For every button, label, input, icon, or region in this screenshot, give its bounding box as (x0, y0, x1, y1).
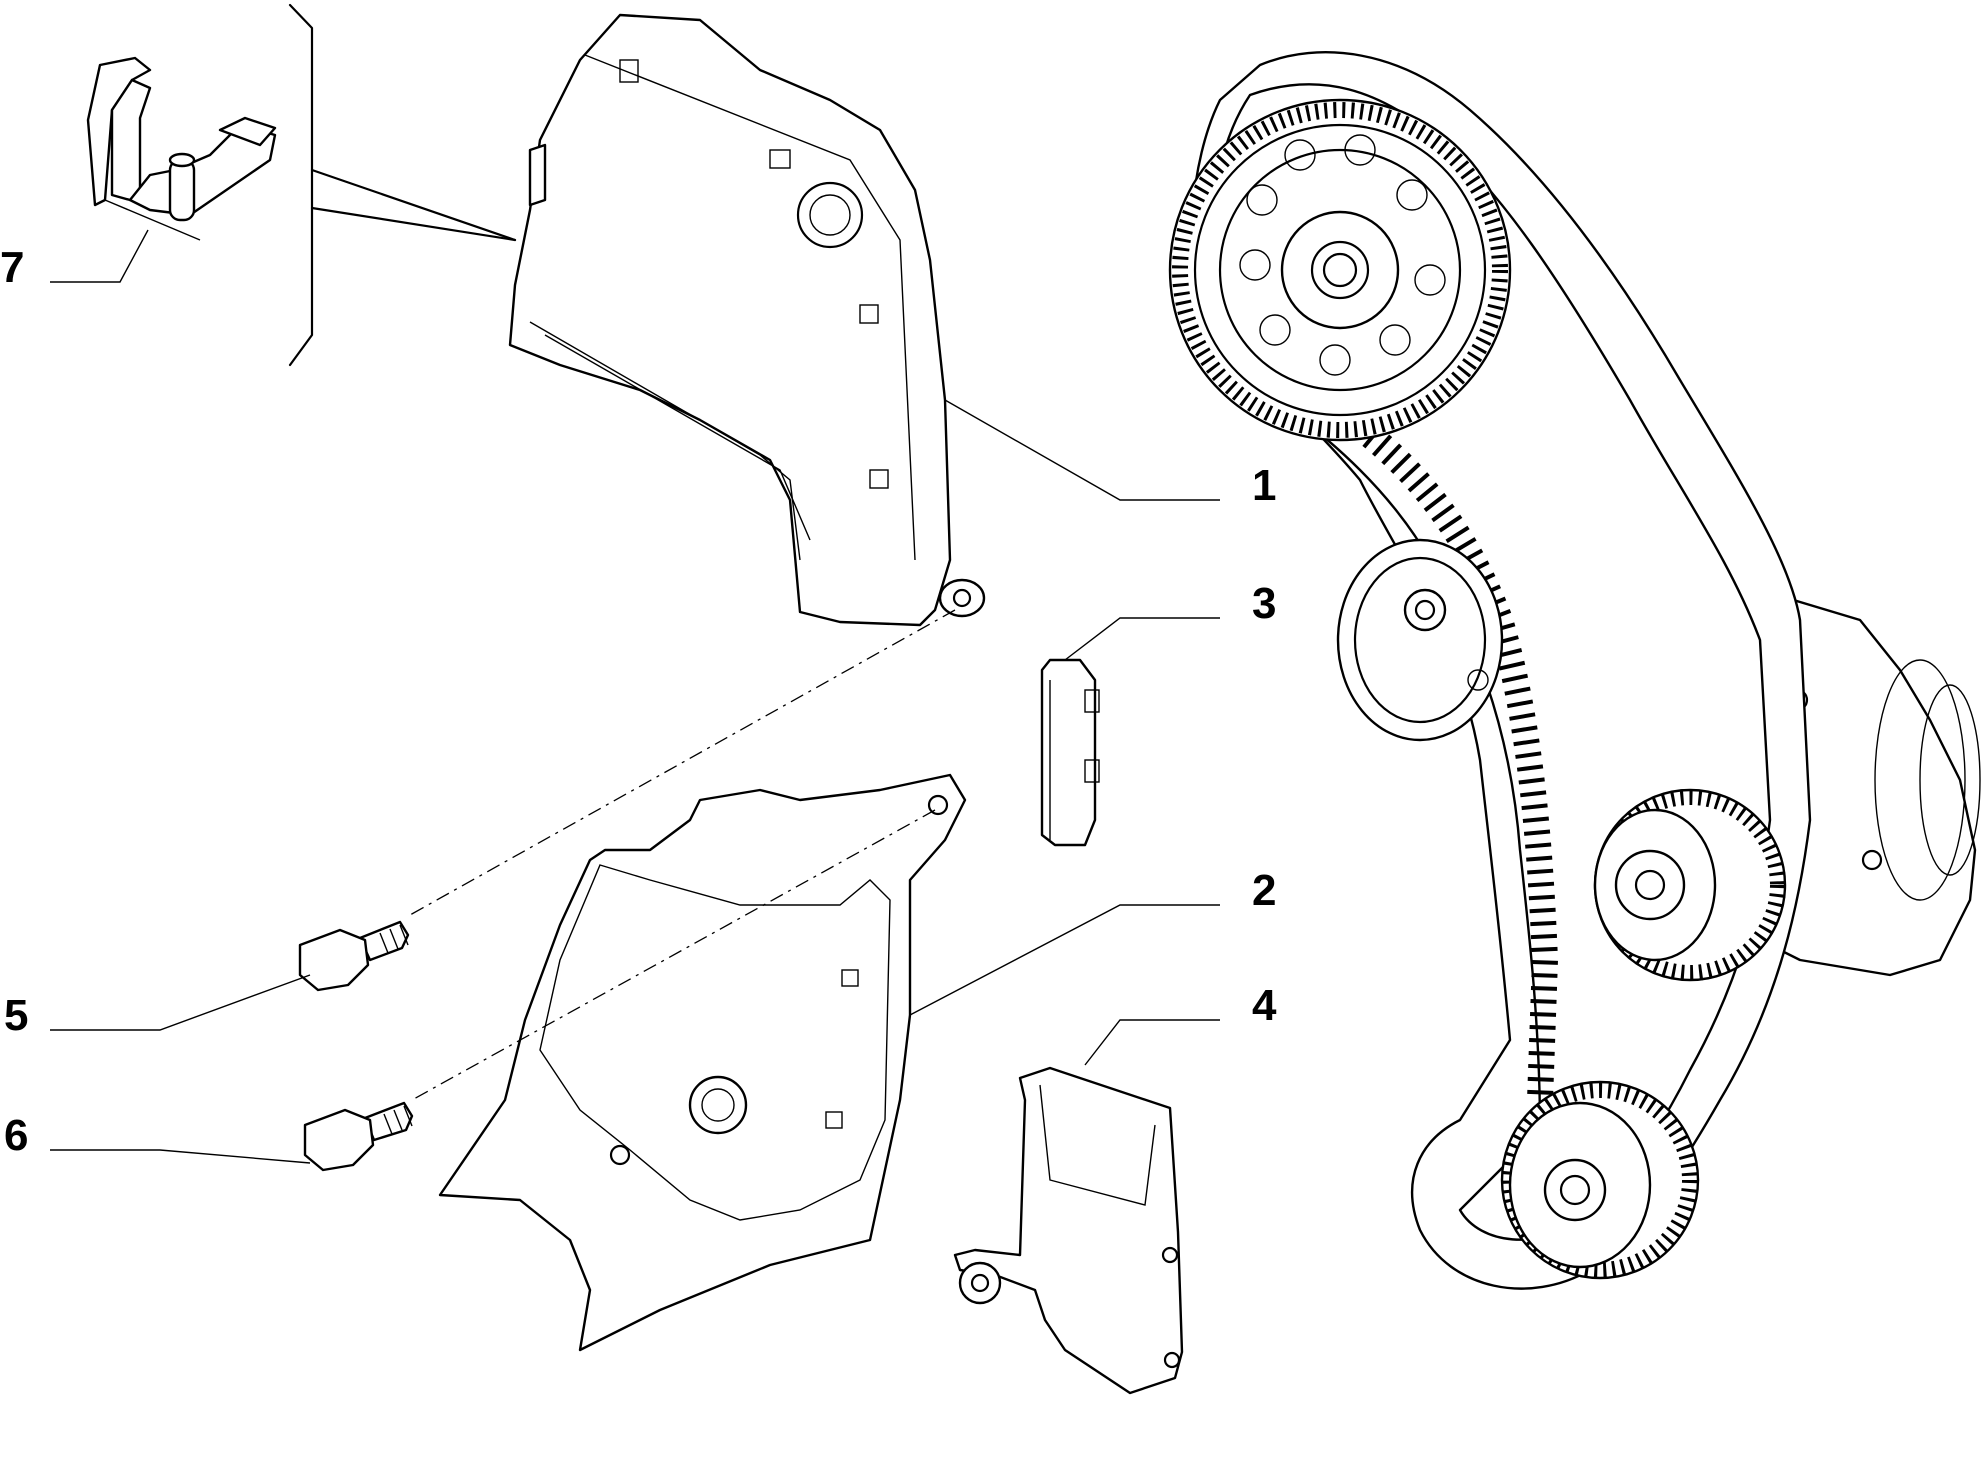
callout-2: 2 (1252, 866, 1276, 915)
callout-3: 3 (1252, 579, 1276, 628)
callout-1: 1 (1252, 461, 1276, 510)
callout-labels: 1 3 2 4 7 5 6 (0, 243, 1277, 1160)
callout-6: 6 (4, 1111, 28, 1160)
detail-bracket (288, 3, 517, 367)
callout-4: 4 (1252, 981, 1277, 1030)
part-3-seal (1040, 658, 1100, 847)
part-1-upper-cover (508, 13, 986, 627)
callout-5: 5 (4, 991, 28, 1040)
part-4-inner-plate (953, 1066, 1184, 1395)
callout-7: 7 (0, 243, 24, 292)
part-2-lower-cover (438, 773, 967, 1352)
part-7-clip (86, 56, 277, 241)
part-6-bolt (303, 1101, 414, 1172)
assembly-lines (409, 609, 956, 1101)
timing-belt-assembly (1168, 51, 1981, 1290)
part-5-bolt (298, 920, 410, 992)
leader-lines (50, 229, 1220, 1164)
